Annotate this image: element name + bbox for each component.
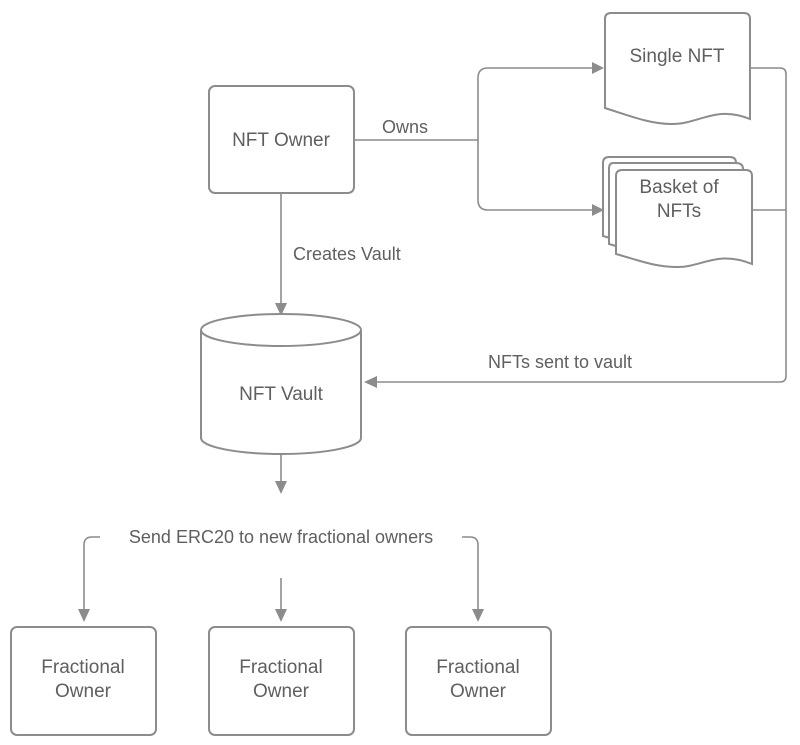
owns-connector [354,67,596,211]
arrow-to-basket [592,204,604,216]
fractional-owner-3-line1: Fractional [436,657,519,678]
connectors [78,62,787,622]
fractional-owner-node-1: Fractional Owner [10,626,157,736]
nft-vault-node: NFT Vault [200,313,362,455]
arrow-to-owner-3 [472,609,484,622]
nft-owner-node: NFT Owner [208,85,355,194]
single-nft-label: Single NFT [629,46,724,67]
nft-vault-label: NFT Vault [239,384,323,405]
fractional-owner-1-line1: Fractional [41,657,124,678]
arrow-vault-out [275,481,287,494]
arrow-into-vault [364,376,377,388]
owns-label: Owns [382,117,428,137]
creates-vault-label: Creates Vault [293,244,401,264]
nfts-sent-to-vault-label: NFTs sent to vault [488,352,632,372]
basket-label-line1: Basket of [639,177,719,198]
send-erc20-label: Send ERC20 to new fractional owners [129,527,433,547]
basket-of-nfts-node: Basket of NFTs [602,156,753,269]
arrow-to-owner-1 [78,609,90,622]
arrow-to-owner-2 [275,609,287,622]
fractional-owner-node-2: Fractional Owner [208,626,355,736]
fractional-owner-2-line1: Fractional [239,657,322,678]
basket-label-line2: NFTs [657,201,701,222]
fractional-owner-node-3: Fractional Owner [405,626,552,736]
erc20-branch-right [462,536,479,611]
nfts-sent-connector [376,67,787,383]
arrow-to-single-nft [592,62,604,74]
single-nft-node: Single NFT [604,12,751,126]
erc20-branch-left [83,536,100,611]
fractional-owner-2-line2: Owner [253,681,310,702]
arrow-to-vault [275,303,287,316]
fractional-owner-3-line2: Owner [450,681,507,702]
fractional-owner-1-line2: Owner [55,681,112,702]
nft-owner-label: NFT Owner [232,130,331,151]
